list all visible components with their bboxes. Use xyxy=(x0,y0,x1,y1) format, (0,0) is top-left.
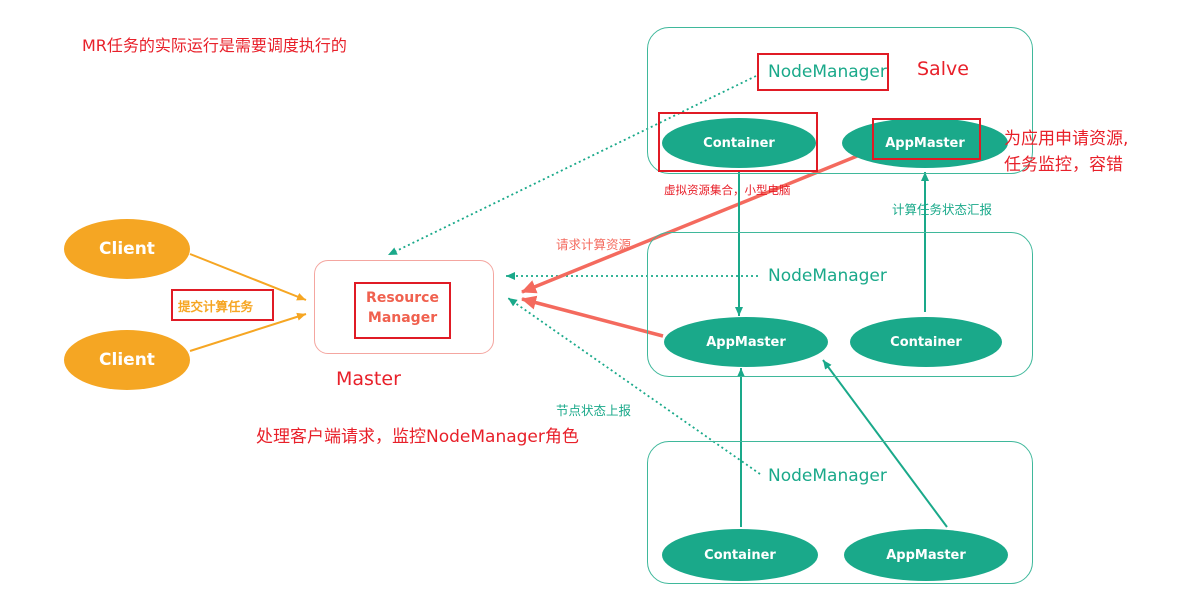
appmaster-node-2: AppMaster xyxy=(664,317,828,367)
nm3-to-rm-dotted-arrow xyxy=(507,297,761,475)
client2-to-rm-arrow xyxy=(189,312,307,352)
slave-label: Salve xyxy=(917,58,969,80)
appmaster-label: AppMaster xyxy=(886,547,966,563)
container-note: 虚拟资源集合，小型电脑 xyxy=(664,183,791,197)
appmaster-note-line2: 任务监控，容错 xyxy=(1004,155,1123,175)
nodemanager-highlight xyxy=(757,53,889,91)
container-node-3: Container xyxy=(662,529,818,581)
submit-task-label: 提交计算任务 xyxy=(178,299,254,314)
header-note: MR任务的实际运行是需要调度执行的 xyxy=(82,36,347,55)
node-panel-3 xyxy=(647,441,1033,584)
resource-manager-line1: Resource xyxy=(366,290,439,306)
node-panel-1 xyxy=(647,27,1033,174)
node-panel-2 xyxy=(647,232,1033,377)
appmaster-label: AppMaster xyxy=(885,135,965,151)
appmaster-note-line1: 为应用申请资源, xyxy=(1004,129,1129,149)
client-node-1: Client xyxy=(64,219,190,279)
master-note: 处理客户端请求，监控NodeManager角色 xyxy=(256,427,579,447)
nodemanager-label-1: NodeManager xyxy=(768,62,887,82)
resource-manager-line2: Manager xyxy=(367,310,438,326)
appmaster-highlight xyxy=(872,118,981,160)
nodemanager-label-3: NodeManager xyxy=(768,466,887,486)
container-node-2: Container xyxy=(850,317,1002,367)
client-label: Client xyxy=(99,350,155,370)
request-resource-label: 请求计算资源 xyxy=(556,237,632,252)
container-label: Container xyxy=(703,135,775,151)
container-highlight xyxy=(658,112,818,172)
appmaster-label: AppMaster xyxy=(706,334,786,350)
resource-manager-box xyxy=(314,260,494,354)
resource-manager-label: Resource Manager xyxy=(354,288,451,328)
container-label: Container xyxy=(704,547,776,563)
nodemanager-label-2: NodeManager xyxy=(768,266,887,286)
submit-label-highlight xyxy=(171,289,274,321)
nm1-to-rm-dotted-arrow xyxy=(387,75,757,256)
report-task-status-label: 计算任务状态汇报 xyxy=(892,202,993,217)
appmaster3-to-appmaster2-arrow xyxy=(822,359,948,528)
node-status-label: 节点状态上报 xyxy=(556,403,632,418)
appmaster-note: 为应用申请资源, 任务监控，容错 xyxy=(1004,126,1128,178)
container-label: Container xyxy=(890,334,962,350)
resource-manager-highlight xyxy=(354,282,451,339)
appmaster2-request-arrow xyxy=(521,295,664,338)
appmaster-node-3: AppMaster xyxy=(844,529,1008,581)
client1-to-rm-arrow xyxy=(189,253,307,301)
client-node-2: Client xyxy=(64,330,190,390)
container-node-1: Container xyxy=(662,118,816,168)
master-label: Master xyxy=(336,368,401,390)
client-label: Client xyxy=(99,239,155,259)
